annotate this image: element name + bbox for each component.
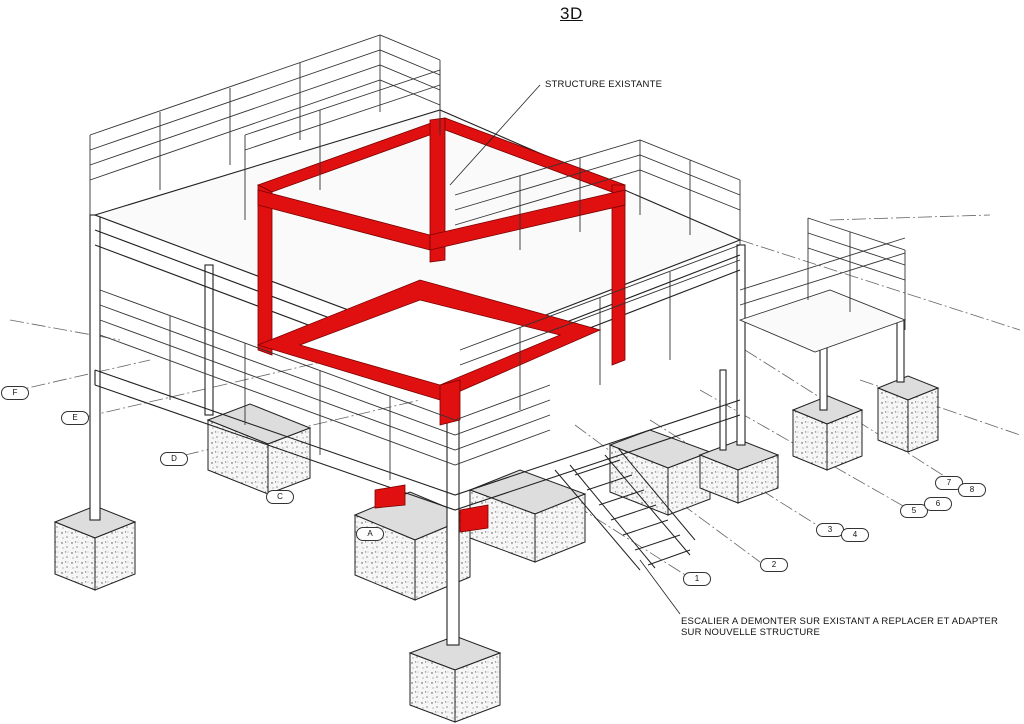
grid-bubble-4: 4 bbox=[841, 528, 869, 542]
grid-bubble-d: D bbox=[160, 452, 188, 466]
grid-bubble-1: 1 bbox=[683, 572, 711, 586]
existing-post-right bbox=[611, 184, 626, 366]
grid-bubble-5: 5 bbox=[900, 504, 928, 518]
grid-bubble-2: 2 bbox=[760, 558, 788, 572]
column-left bbox=[89, 214, 101, 521]
footing-right-a bbox=[608, 429, 712, 516]
grid-bubble-a: A bbox=[356, 527, 384, 541]
footing-right-d bbox=[876, 375, 940, 453]
grid-bubble-3: 3 bbox=[816, 523, 844, 537]
note-stair: ESCALIER A DEMONTER SUR EXISTANT A REPLA… bbox=[681, 616, 998, 638]
axis-line-far-right bbox=[829, 214, 991, 221]
leader-existing-structure bbox=[449, 84, 541, 186]
concrete-footings bbox=[53, 375, 940, 723]
axis-line-f bbox=[9, 359, 151, 393]
axis-line-top-right bbox=[739, 239, 1021, 331]
grid-bubble-8: 8 bbox=[958, 483, 986, 497]
axis-line-e bbox=[84, 359, 331, 418]
leader-stair bbox=[639, 559, 681, 615]
existing-base-plate-b bbox=[459, 504, 489, 533]
footing-left bbox=[53, 505, 137, 591]
grid-bubble-6: 6 bbox=[924, 497, 952, 511]
column-back-left bbox=[204, 264, 214, 416]
column-right-inner bbox=[719, 369, 727, 451]
walkway-extension bbox=[738, 217, 907, 353]
stair bbox=[554, 447, 696, 571]
footing-front bbox=[408, 635, 502, 723]
existing-base-plate-a bbox=[374, 484, 406, 509]
note-existing-structure: STRUCTURE EXISTANTE bbox=[545, 79, 663, 90]
existing-post-front bbox=[439, 379, 461, 426]
footing-back-left bbox=[206, 403, 312, 495]
footing-center-right bbox=[468, 469, 587, 563]
grid-bubble-c: C bbox=[266, 490, 294, 504]
leader-lines bbox=[449, 84, 681, 615]
existing-post-left bbox=[257, 184, 273, 356]
column-walkway-b bbox=[896, 319, 905, 383]
footing-right-b bbox=[698, 439, 780, 504]
column-right bbox=[736, 244, 746, 446]
drawing-title: 3D bbox=[560, 4, 583, 23]
existing-beam-mid-right bbox=[429, 189, 626, 251]
grid-bubble-f: F bbox=[1, 386, 29, 400]
grid-bubble-7: 7 bbox=[935, 476, 963, 490]
existing-floor-opening bbox=[298, 299, 562, 386]
guardrails bbox=[89, 34, 741, 480]
grid-bubble-e: E bbox=[61, 411, 89, 425]
existing-structure bbox=[256, 117, 626, 533]
axis-line-top-left bbox=[9, 319, 121, 341]
